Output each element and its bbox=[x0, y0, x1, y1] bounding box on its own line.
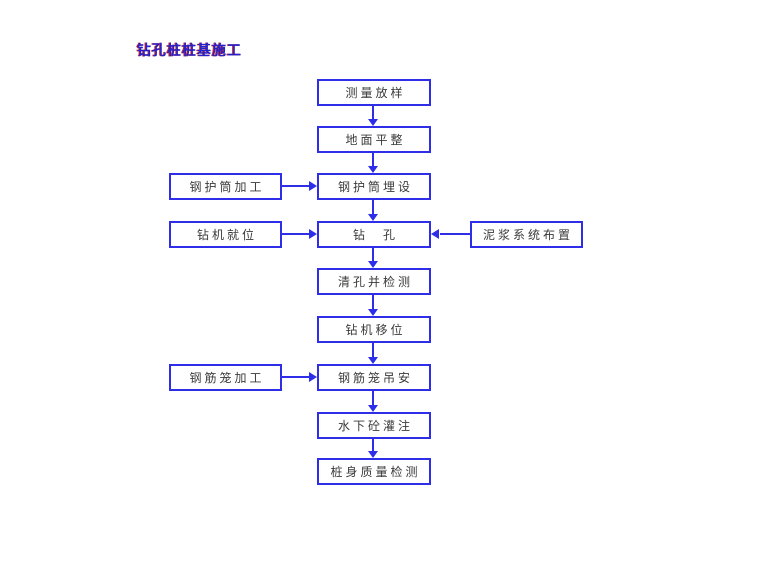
node-label: 水下砼灌注 bbox=[337, 419, 413, 433]
flow-node-mud-system-setup: 泥浆系统布置 bbox=[470, 221, 583, 248]
node-label: 泥浆系统布置 bbox=[482, 228, 573, 242]
arrow-down-3-line bbox=[372, 200, 374, 214]
arrow-right-cage-line bbox=[282, 376, 310, 378]
flow-node-hole-clean-inspect: 清孔并检测 bbox=[317, 268, 431, 295]
arrow-down-7-line bbox=[372, 391, 374, 405]
node-label: 钢护筒加工 bbox=[189, 180, 265, 194]
arrow-down-8-line bbox=[372, 439, 374, 451]
node-label: 钻机移位 bbox=[345, 323, 406, 337]
arrow-right-rig-line bbox=[282, 233, 310, 235]
flow-node-ground-leveling: 地面平整 bbox=[317, 126, 431, 153]
node-label: 钢筋笼吊安 bbox=[337, 371, 413, 385]
arrow-down-2-icon bbox=[368, 166, 378, 173]
arrow-left-mud-icon bbox=[431, 229, 439, 239]
flow-node-casing-embedding: 钢护筒埋设 bbox=[317, 173, 431, 200]
node-label: 钢筋笼加工 bbox=[189, 371, 265, 385]
arrow-down-1-line bbox=[372, 106, 374, 119]
flow-node-drilling: 钻 孔 bbox=[317, 221, 431, 248]
arrow-down-2-line bbox=[372, 153, 374, 166]
node-label: 钢护筒埋设 bbox=[337, 180, 413, 194]
arrow-right-rig-icon bbox=[309, 229, 317, 239]
flow-node-survey-layout: 测量放样 bbox=[317, 79, 431, 106]
arrow-down-1-icon bbox=[368, 119, 378, 126]
flow-node-rig-positioning: 钻机就位 bbox=[169, 221, 282, 248]
arrow-down-5-line bbox=[372, 295, 374, 309]
node-label: 钻 孔 bbox=[352, 228, 398, 242]
arrow-down-5-icon bbox=[368, 309, 378, 316]
node-label: 地面平整 bbox=[345, 133, 406, 147]
arrow-right-casing-line bbox=[282, 185, 310, 187]
arrow-right-cage-icon bbox=[309, 372, 317, 382]
page-title: 钻孔桩桩基施工 bbox=[137, 43, 242, 59]
node-label: 钻机就位 bbox=[196, 228, 257, 242]
flow-node-cage-fabrication: 钢筋笼加工 bbox=[169, 364, 282, 391]
arrow-right-casing-icon bbox=[309, 181, 317, 191]
arrow-down-4-icon bbox=[368, 261, 378, 268]
node-label: 清孔并检测 bbox=[337, 275, 413, 289]
flow-node-rig-relocation: 钻机移位 bbox=[317, 316, 431, 343]
flow-node-casing-fabrication: 钢护筒加工 bbox=[169, 173, 282, 200]
arrow-left-mud-line bbox=[440, 233, 470, 235]
arrow-down-6-icon bbox=[368, 357, 378, 364]
node-label: 测量放样 bbox=[345, 86, 406, 100]
arrow-down-8-icon bbox=[368, 451, 378, 458]
flow-node-underwater-concrete: 水下砼灌注 bbox=[317, 412, 431, 439]
arrow-down-6-line bbox=[372, 343, 374, 357]
flow-node-pile-quality-test: 桩身质量检测 bbox=[317, 458, 431, 485]
flow-node-cage-hoisting: 钢筋笼吊安 bbox=[317, 364, 431, 391]
arrow-down-4-line bbox=[372, 248, 374, 261]
arrow-down-3-icon bbox=[368, 214, 378, 221]
arrow-down-7-icon bbox=[368, 405, 378, 412]
node-label: 桩身质量检测 bbox=[330, 465, 421, 479]
